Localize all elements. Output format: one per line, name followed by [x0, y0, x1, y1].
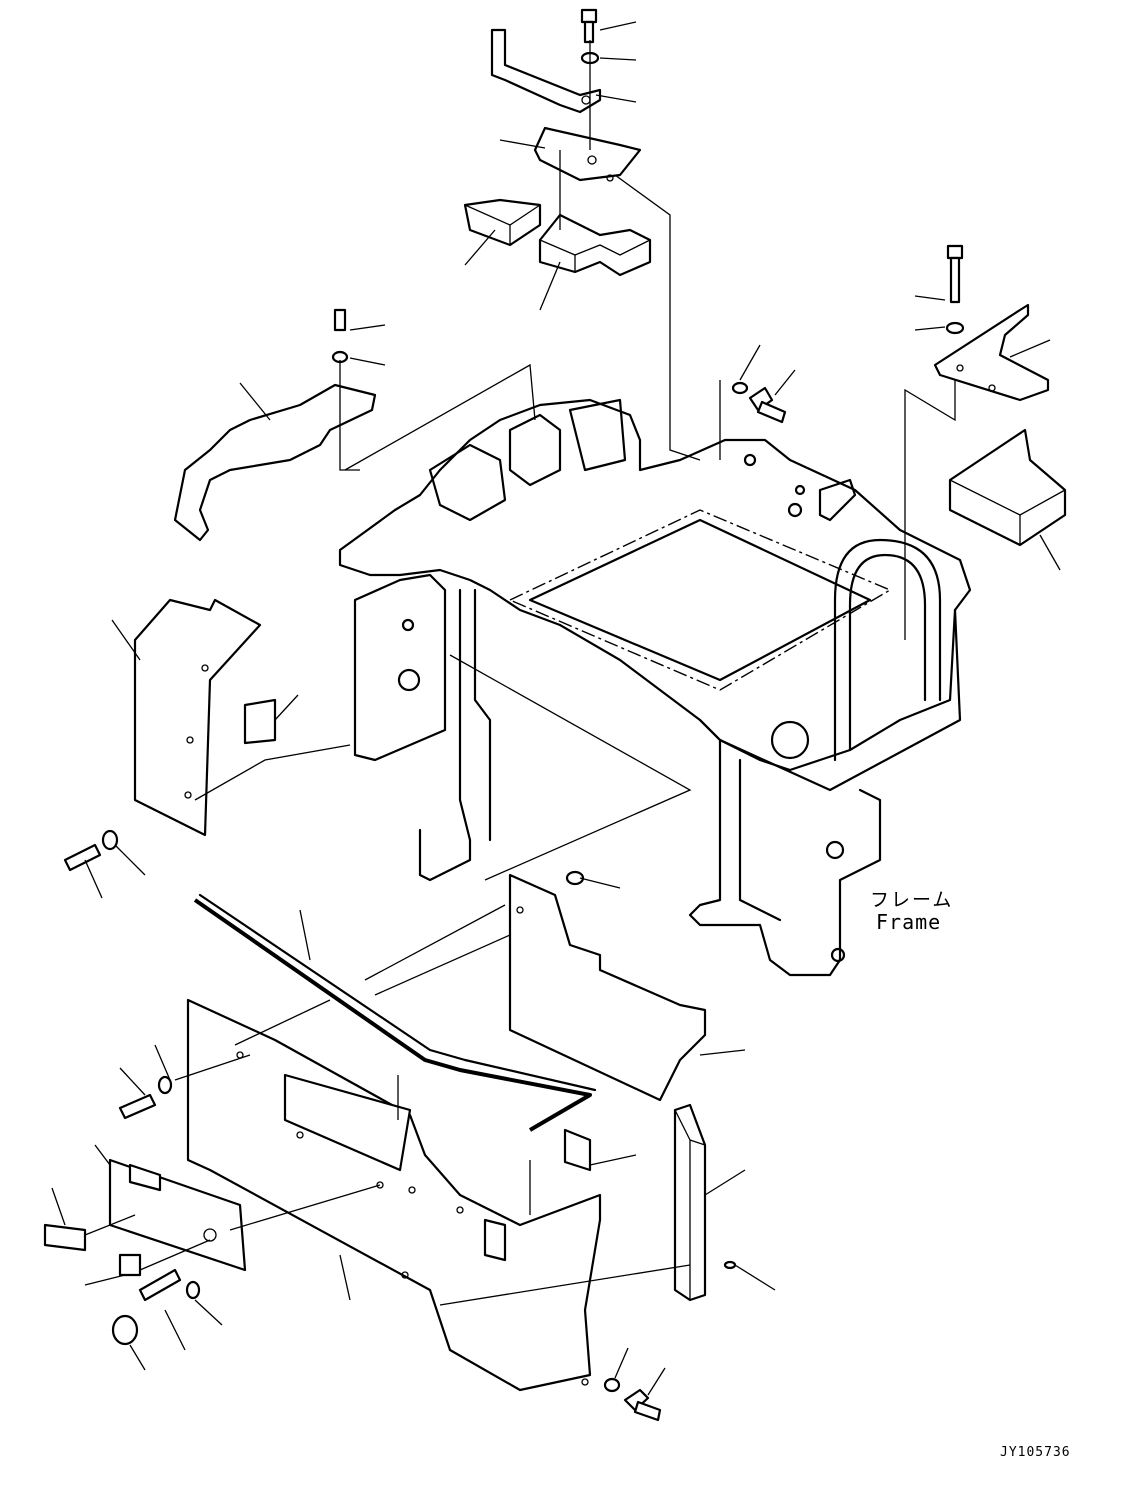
left-top-cover	[173, 308, 536, 542]
small-panel	[43, 1075, 247, 1346]
right-top-bracket	[904, 244, 1067, 640]
rear-inner-panel	[508, 870, 707, 1102]
left-side-cover	[63, 598, 351, 872]
leader-lines	[51, 21, 1061, 1396]
bottom-bolt-set	[603, 1377, 662, 1422]
top-bracket-assembly	[463, 8, 701, 461]
frame-bolt-set	[719, 380, 787, 460]
drawing-number: JY105736	[1000, 1445, 1071, 1460]
frame-label-japanese: フレーム	[870, 889, 954, 911]
main-lower-cover	[186, 998, 602, 1392]
assembly-guide-lines	[84, 654, 692, 1306]
main-frame	[338, 398, 972, 977]
frame-label-english: Frame	[876, 910, 942, 934]
right-foam-pad	[673, 1103, 737, 1302]
seal-strip	[193, 893, 597, 1132]
